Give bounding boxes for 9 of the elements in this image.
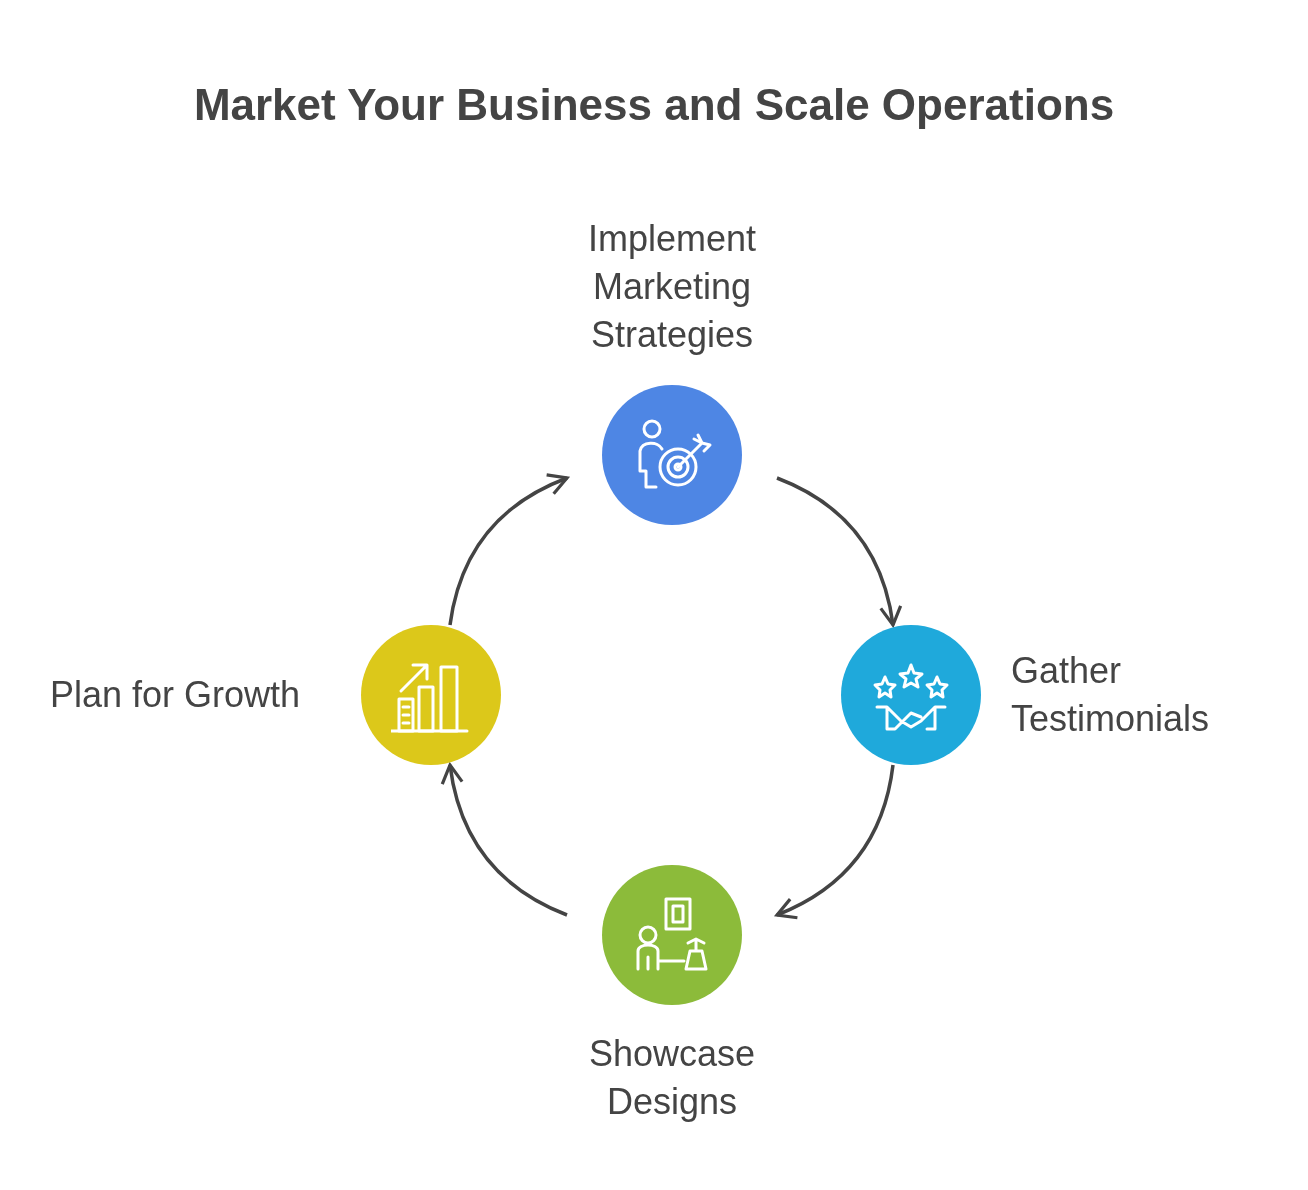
arrow [448, 474, 569, 626]
diagram-title: Market Your Business and Scale Operations [192, 80, 1116, 130]
step-label: Plan for Growth [50, 673, 302, 717]
step-label: Gather Testimonials [1011, 649, 1211, 741]
step-label: Showcase Designs [587, 1032, 757, 1124]
arrow [776, 476, 902, 627]
step-label: Implement Marketing Strategies [586, 217, 758, 357]
arrow [441, 763, 568, 917]
arrow [775, 764, 895, 919]
